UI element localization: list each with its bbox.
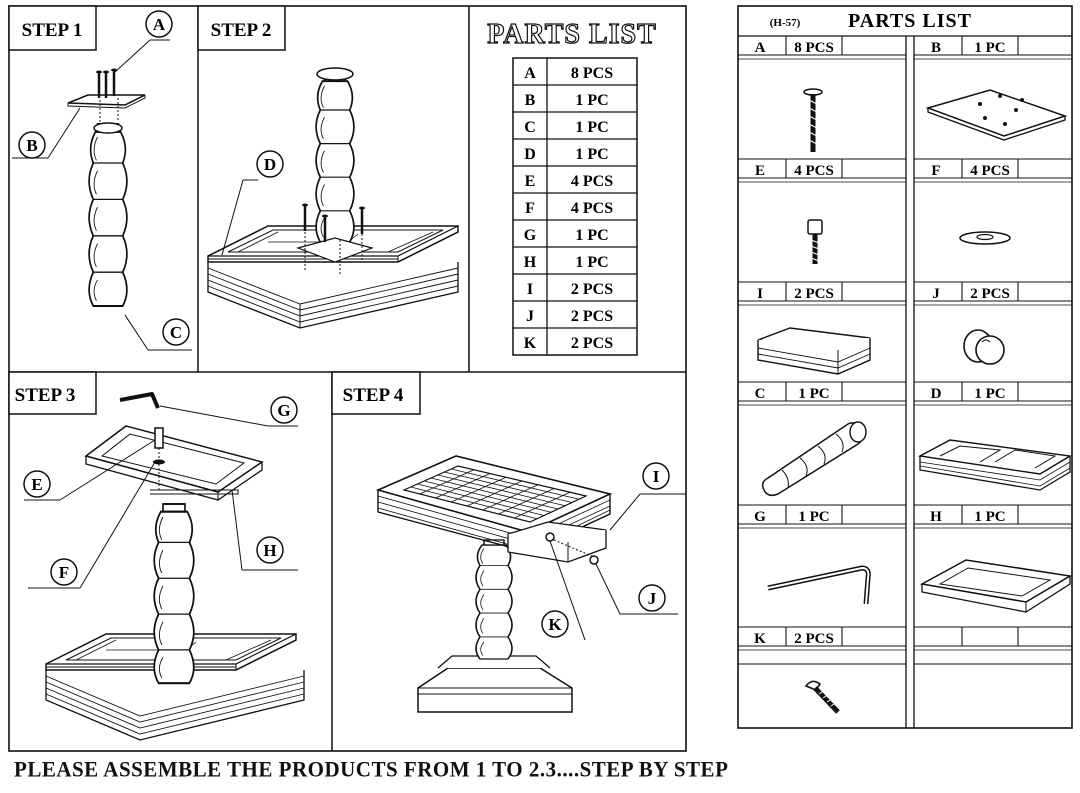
right-parts-grid: A 8 PCS B 1 PC E 4 PCS F 4 PCS I 2 PCS J 2 PCS C 1 PC… bbox=[738, 36, 1072, 665]
callout-F: F bbox=[50, 558, 78, 586]
part-a-screw-icon bbox=[803, 88, 823, 152]
part-cell-letter: I bbox=[757, 286, 763, 302]
parts-table-letter: F bbox=[525, 200, 535, 217]
part-cell-letter: H bbox=[930, 509, 942, 525]
callout-J: J bbox=[638, 584, 666, 612]
right-panel-frame bbox=[737, 5, 1073, 729]
part-cell-qty: 1 PC bbox=[798, 386, 829, 402]
part-cell-qty: 2 PCS bbox=[794, 286, 834, 302]
callout-D: D bbox=[256, 150, 284, 178]
part-i-drawer-icon bbox=[757, 327, 871, 375]
parts-table-qty: 2 PCS bbox=[571, 281, 613, 298]
step-3-illustration bbox=[24, 392, 305, 741]
part-h-tray-icon bbox=[919, 559, 1073, 613]
right-parts-list-title: PARTS LIST bbox=[848, 10, 972, 32]
part-g-allen-key-icon bbox=[767, 565, 871, 605]
part-cell-qty: 4 PCS bbox=[970, 163, 1010, 179]
svg-text:K: K bbox=[548, 615, 562, 634]
step-2-label: STEP 2 bbox=[197, 5, 286, 51]
parts-table-letter: B bbox=[525, 92, 536, 109]
svg-text:STEP 1: STEP 1 bbox=[22, 20, 83, 41]
parts-table-letter: G bbox=[524, 227, 537, 244]
parts-table-qty: 4 PCS bbox=[571, 173, 613, 190]
parts-table-qty: 1 PC bbox=[575, 227, 608, 244]
callout-G: G bbox=[270, 396, 298, 424]
parts-table-qty: 8 PCS bbox=[571, 65, 613, 82]
assembly-instructions-footer: PLEASE ASSEMBLE THE PRODUCTS FROM 1 TO 2… bbox=[14, 756, 729, 782]
parts-table-letter: J bbox=[526, 308, 534, 325]
part-cell-letter: D bbox=[931, 386, 942, 402]
part-cell-qty: 1 PC bbox=[974, 386, 1005, 402]
svg-text:STEP 4: STEP 4 bbox=[343, 385, 404, 406]
part-cell-letter: F bbox=[931, 163, 940, 179]
svg-text:E: E bbox=[31, 475, 42, 494]
callout-E: E bbox=[23, 470, 51, 498]
part-cell-qty: 1 PC bbox=[798, 509, 829, 525]
step-1-illustration bbox=[12, 39, 192, 351]
svg-text:J: J bbox=[648, 589, 657, 608]
parts-table-qty: 2 PCS bbox=[571, 335, 613, 352]
part-cell-qty: 2 PCS bbox=[970, 286, 1010, 302]
svg-text:C: C bbox=[170, 323, 182, 342]
parts-table: A 8 PCS B 1 PC C 1 PC D 1 PC E 4 PCS F 4 PCS G 1 PC H 1… bbox=[512, 57, 638, 356]
parts-table-letter: H bbox=[524, 254, 537, 271]
parts-list-title: PARTS LIST bbox=[487, 19, 657, 50]
parts-table-letter: K bbox=[524, 335, 537, 352]
svg-text:STEP 2: STEP 2 bbox=[211, 20, 272, 41]
part-cell-letter: G bbox=[754, 509, 766, 525]
parts-table-qty: 2 PCS bbox=[571, 308, 613, 325]
svg-text:STEP 3: STEP 3 bbox=[15, 385, 76, 406]
callout-K: K bbox=[541, 610, 569, 638]
parts-table-qty: 1 PC bbox=[575, 254, 608, 271]
parts-table-letter: E bbox=[525, 173, 536, 190]
parts-table-qty: 1 PC bbox=[575, 92, 608, 109]
callout-A: A bbox=[145, 10, 173, 38]
parts-table-letter: C bbox=[524, 119, 536, 136]
callout-B: B bbox=[18, 131, 46, 159]
part-cell-letter: K bbox=[754, 631, 766, 647]
part-f-washer-icon bbox=[959, 231, 1011, 245]
svg-text:D: D bbox=[264, 155, 276, 174]
part-cell-qty: 8 PCS bbox=[794, 40, 834, 56]
part-d-base-icon bbox=[917, 439, 1073, 491]
part-k-screw-icon bbox=[804, 680, 840, 714]
svg-text:B: B bbox=[26, 136, 37, 155]
callout-I: I bbox=[642, 462, 670, 490]
part-c-column-icon bbox=[761, 421, 867, 497]
part-cell-letter: J bbox=[932, 286, 940, 302]
callout-H: H bbox=[256, 536, 284, 564]
part-e-bolt-icon bbox=[807, 219, 823, 264]
part-cell-letter: B bbox=[931, 40, 941, 56]
svg-text:H: H bbox=[263, 541, 276, 560]
parts-table-letter: A bbox=[524, 65, 536, 82]
part-cell-qty: 4 PCS bbox=[794, 163, 834, 179]
part-cell-letter: A bbox=[755, 40, 766, 56]
svg-text:F: F bbox=[59, 563, 69, 582]
parts-table-letter: D bbox=[524, 146, 536, 163]
parts-table-qty: 4 PCS bbox=[571, 200, 613, 217]
part-j-knob-icon bbox=[963, 329, 1005, 365]
step-1-label: STEP 1 bbox=[8, 5, 97, 51]
model-number: (H-57) bbox=[770, 17, 801, 29]
part-b-plate-icon bbox=[925, 89, 1068, 141]
svg-text:I: I bbox=[653, 467, 660, 486]
step-3-label: STEP 3 bbox=[8, 371, 97, 415]
parts-table-qty: 1 PC bbox=[575, 119, 608, 136]
step-4-illustration bbox=[375, 455, 686, 713]
svg-text:A: A bbox=[153, 15, 166, 34]
parts-table-qty: 1 PC bbox=[575, 146, 608, 163]
part-cell-qty: 1 PC bbox=[974, 509, 1005, 525]
callout-C: C bbox=[162, 318, 190, 346]
part-cell-qty: 1 PC bbox=[974, 40, 1005, 56]
step-4-label: STEP 4 bbox=[331, 371, 421, 415]
part-cell-letter: C bbox=[755, 386, 766, 402]
svg-text:G: G bbox=[277, 401, 290, 420]
part-cell-letter: E bbox=[755, 163, 765, 179]
parts-table-letter: I bbox=[527, 281, 533, 298]
step-2-illustration bbox=[207, 67, 459, 329]
part-cell-qty: 2 PCS bbox=[794, 631, 834, 647]
